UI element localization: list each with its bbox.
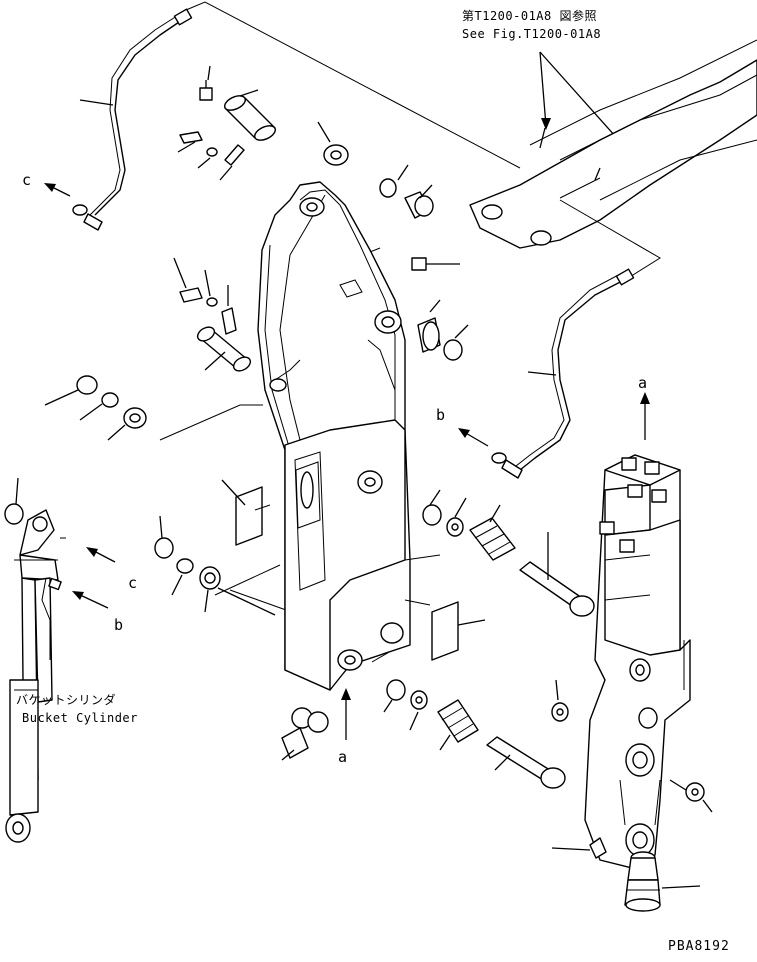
callout-c-upper: c xyxy=(22,171,31,189)
bushing-washer-pin-set-upper xyxy=(422,489,595,617)
pin-top xyxy=(224,89,276,141)
drawing-code: PBA8192 xyxy=(668,939,730,954)
callout-b-lower: b xyxy=(114,616,123,634)
grease-fitting-right xyxy=(411,257,460,271)
bolt-washer-set-mid xyxy=(173,257,237,335)
bushing-washer-pin-set-lower xyxy=(383,679,566,789)
reference-jp: 第T1200-01A8 図参照 xyxy=(462,8,597,23)
arrow-c-lower xyxy=(60,537,116,563)
arrow-a-bottom xyxy=(341,688,351,740)
arrow-a-top-right xyxy=(640,392,650,440)
cylinder-label-en: Bucket Cylinder xyxy=(22,711,138,725)
callout-a-bottom: a xyxy=(338,748,347,766)
nut-washer-bushing-set-left xyxy=(44,375,147,441)
hose-b xyxy=(491,268,635,479)
nut-link-right xyxy=(669,779,713,813)
decal-left xyxy=(221,479,263,546)
bucket-cylinder xyxy=(4,477,62,843)
boom xyxy=(469,39,757,249)
callout-b-right: b xyxy=(436,406,445,424)
pin-bottom-right xyxy=(624,851,701,912)
bushing-washer-set-left-lower xyxy=(154,515,276,616)
reference-en: See Fig.T1200-01A8 xyxy=(462,27,601,41)
arrow-b-right xyxy=(458,428,489,447)
bushing-set-mid-right xyxy=(417,299,469,361)
callout-c-lower: c xyxy=(128,574,137,592)
arrow-c-upper xyxy=(44,183,71,197)
washer-link-left xyxy=(551,679,569,722)
outline-lines xyxy=(254,177,601,606)
decal-right xyxy=(431,601,486,661)
callout-a-right: a xyxy=(638,374,647,392)
washer-top-right xyxy=(317,121,349,166)
arm xyxy=(257,181,411,691)
bushing-set-upper-right xyxy=(379,164,434,219)
bolt-washer-set-top xyxy=(177,131,245,181)
hose-c xyxy=(72,8,193,231)
cylinder-label-jp: バケットシリンダ xyxy=(16,692,116,707)
seal-set-bottom xyxy=(281,707,329,761)
arrow-b-lower xyxy=(72,591,109,609)
bucket-link xyxy=(584,454,691,871)
grease-fitting-top xyxy=(199,65,213,101)
pin-mid xyxy=(196,326,252,372)
grease-fitting-link xyxy=(551,837,607,859)
